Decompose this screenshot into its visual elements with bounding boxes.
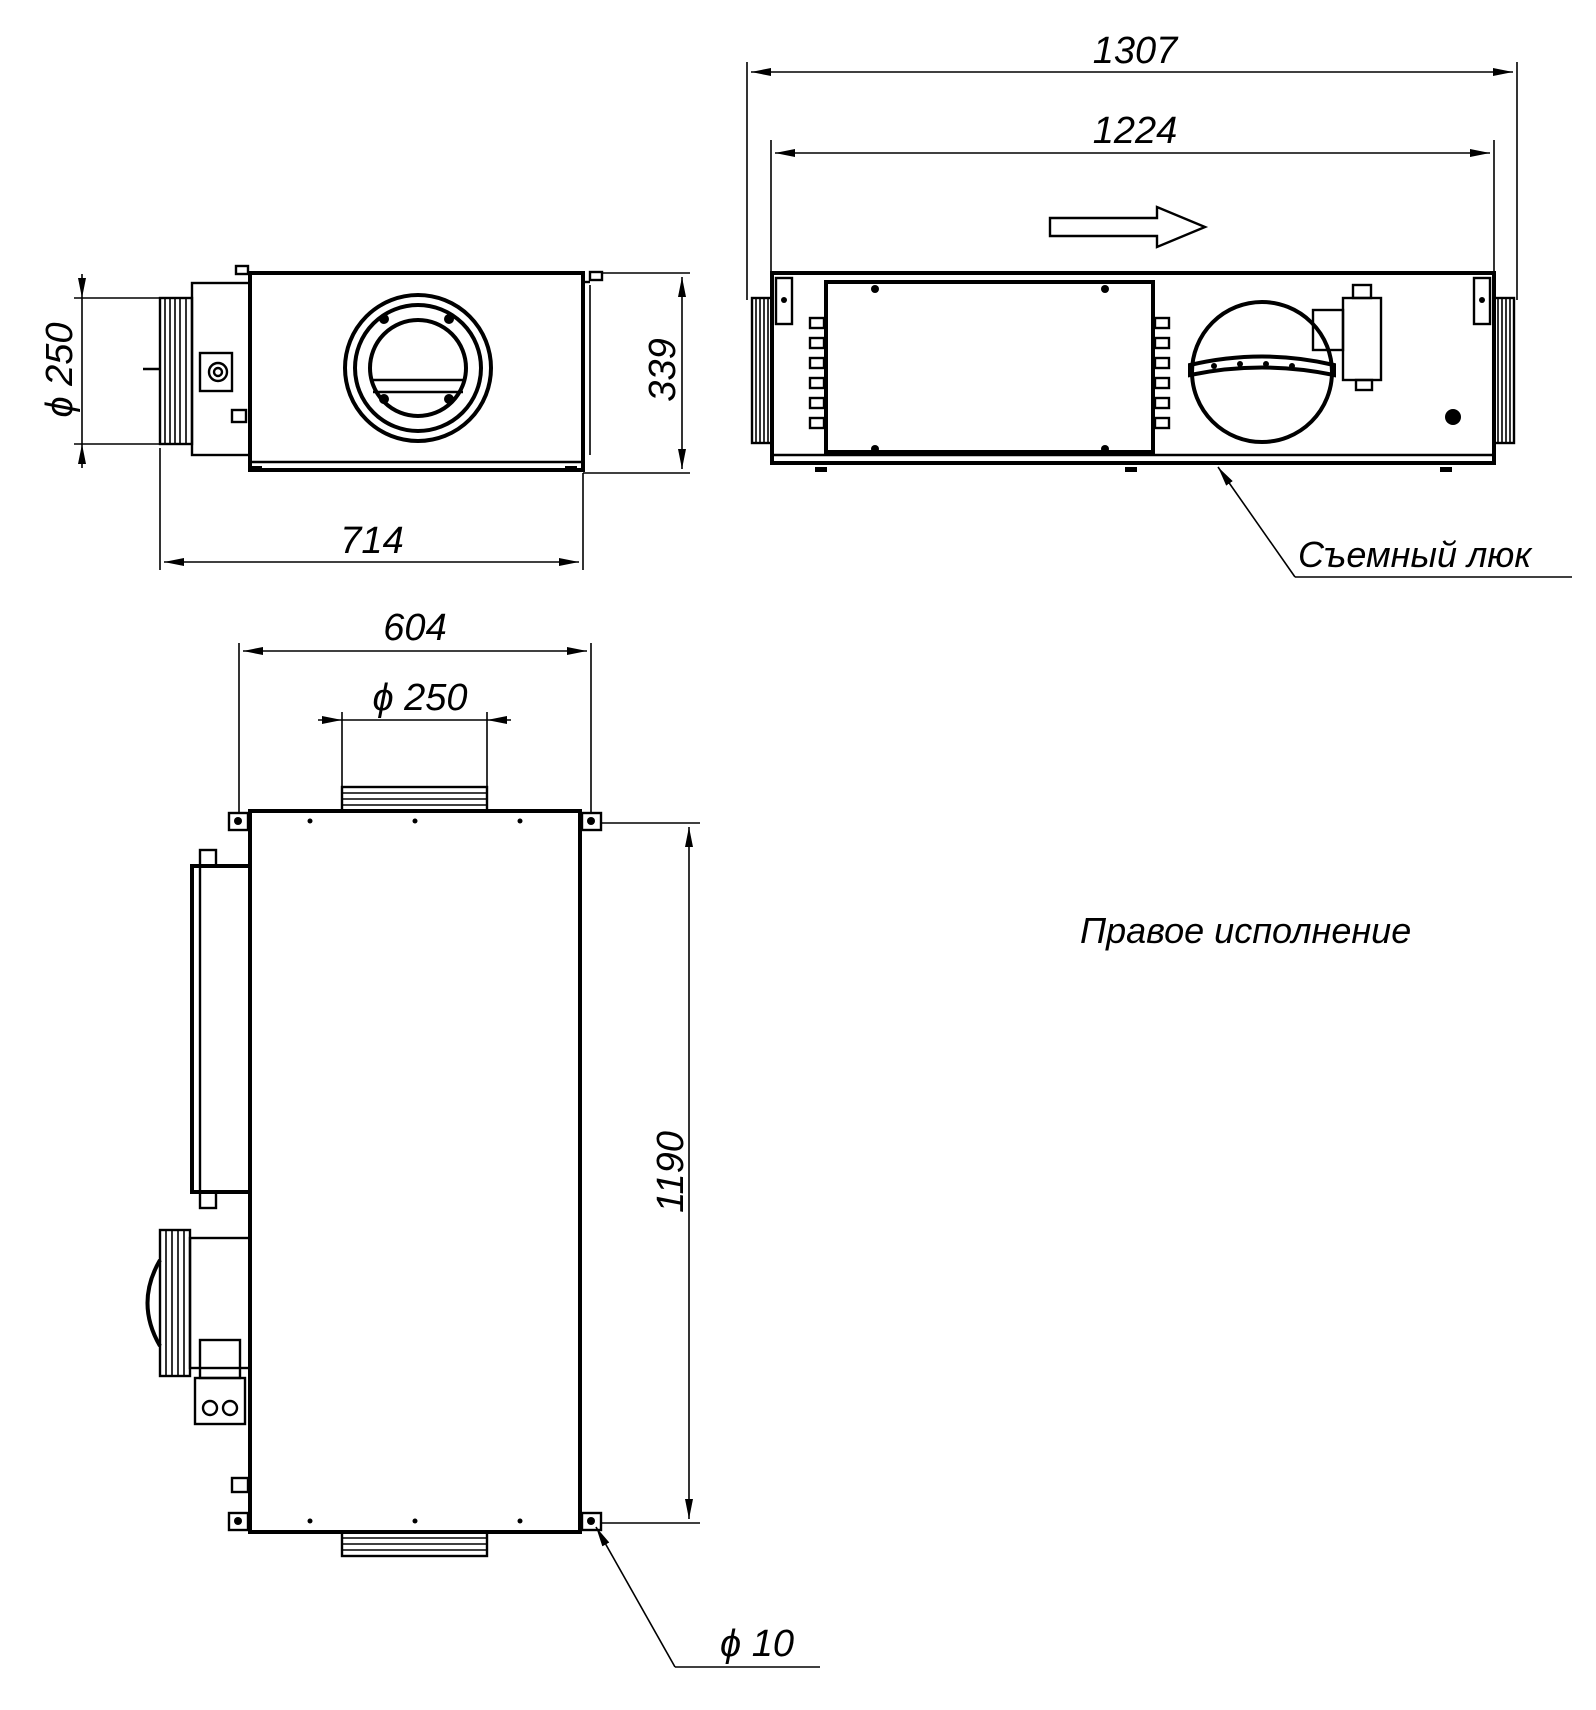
top-length-dimension: 1190: [650, 1131, 692, 1213]
airflow-arrow-icon: [1048, 205, 1209, 249]
body-length-dimension: 1224: [1093, 110, 1178, 152]
front-view: 1307 1224: [746, 30, 1572, 578]
side-width-dimension: 714: [340, 520, 403, 562]
top-view: 604 ϕ 250 1190 ϕ 10: [145, 607, 820, 1668]
overall-length-dimension: 1307: [1093, 30, 1179, 72]
top-duct-diameter-dimension: ϕ 250: [372, 677, 467, 719]
hole-diameter-dimension: ϕ 10: [720, 1623, 794, 1665]
top-width-dimension: 604: [383, 607, 446, 649]
side-duct-diameter-dimension: ϕ 250: [39, 322, 81, 417]
removable-hatch-label: Съемный люк: [1298, 534, 1533, 575]
version-label: Правое исполнение: [1080, 910, 1411, 951]
side-height-dimension: 339: [642, 338, 684, 401]
side-view: 339 ϕ 250 714: [39, 264, 690, 570]
